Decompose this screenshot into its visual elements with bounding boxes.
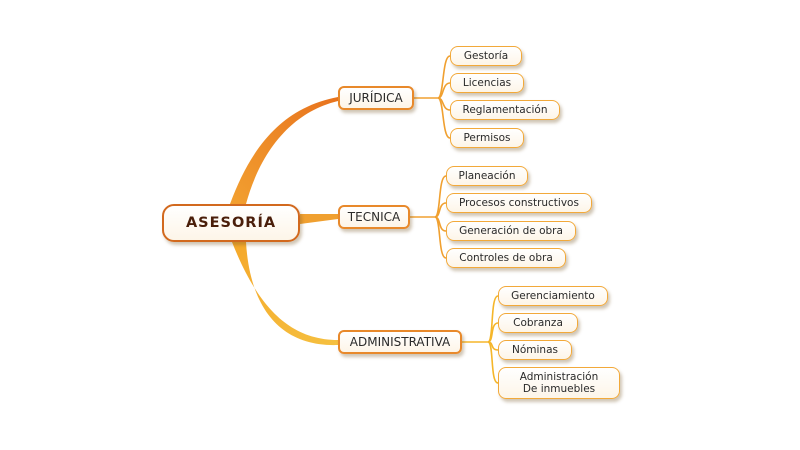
leaf-node-permisos[interactable]: Permisos bbox=[450, 128, 524, 148]
leaf-node-administracion-de-inmuebles[interactable]: Administración De inmuebles bbox=[498, 367, 620, 399]
leaf-node-reglamentacion[interactable]: Reglamentación bbox=[450, 100, 560, 120]
branch-node-juridica[interactable]: JURÍDICA bbox=[338, 86, 414, 110]
leaf-node-procesos-constructivos[interactable]: Procesos constructivos bbox=[446, 193, 592, 213]
leaf-node-gerenciamiento[interactable]: Gerenciamiento bbox=[498, 286, 608, 306]
links-administrativa bbox=[460, 295, 499, 384]
link-root-juridica bbox=[230, 97, 338, 204]
branch-node-tecnica[interactable]: TECNICA bbox=[338, 205, 410, 229]
links-tecnica bbox=[408, 175, 447, 259]
link-root-administrativa bbox=[232, 242, 338, 346]
links-juridica bbox=[412, 55, 451, 139]
link-root-tecnica bbox=[300, 214, 338, 224]
leaf-node-controles-de-obra[interactable]: Controles de obra bbox=[446, 248, 566, 268]
leaf-node-gestoria[interactable]: Gestoría bbox=[450, 46, 522, 66]
leaf-node-cobranza[interactable]: Cobranza bbox=[498, 313, 578, 333]
leaf-node-generacion-de-obra[interactable]: Generación de obra bbox=[446, 221, 576, 241]
leaf-node-licencias[interactable]: Licencias bbox=[450, 73, 524, 93]
leaf-node-planeacion[interactable]: Planeación bbox=[446, 166, 528, 186]
leaf-node-nominas[interactable]: Nóminas bbox=[498, 340, 572, 360]
root-node-asesoria[interactable]: ASESORÍA bbox=[162, 204, 300, 242]
branch-node-administrativa[interactable]: ADMINISTRATIVA bbox=[338, 330, 462, 354]
